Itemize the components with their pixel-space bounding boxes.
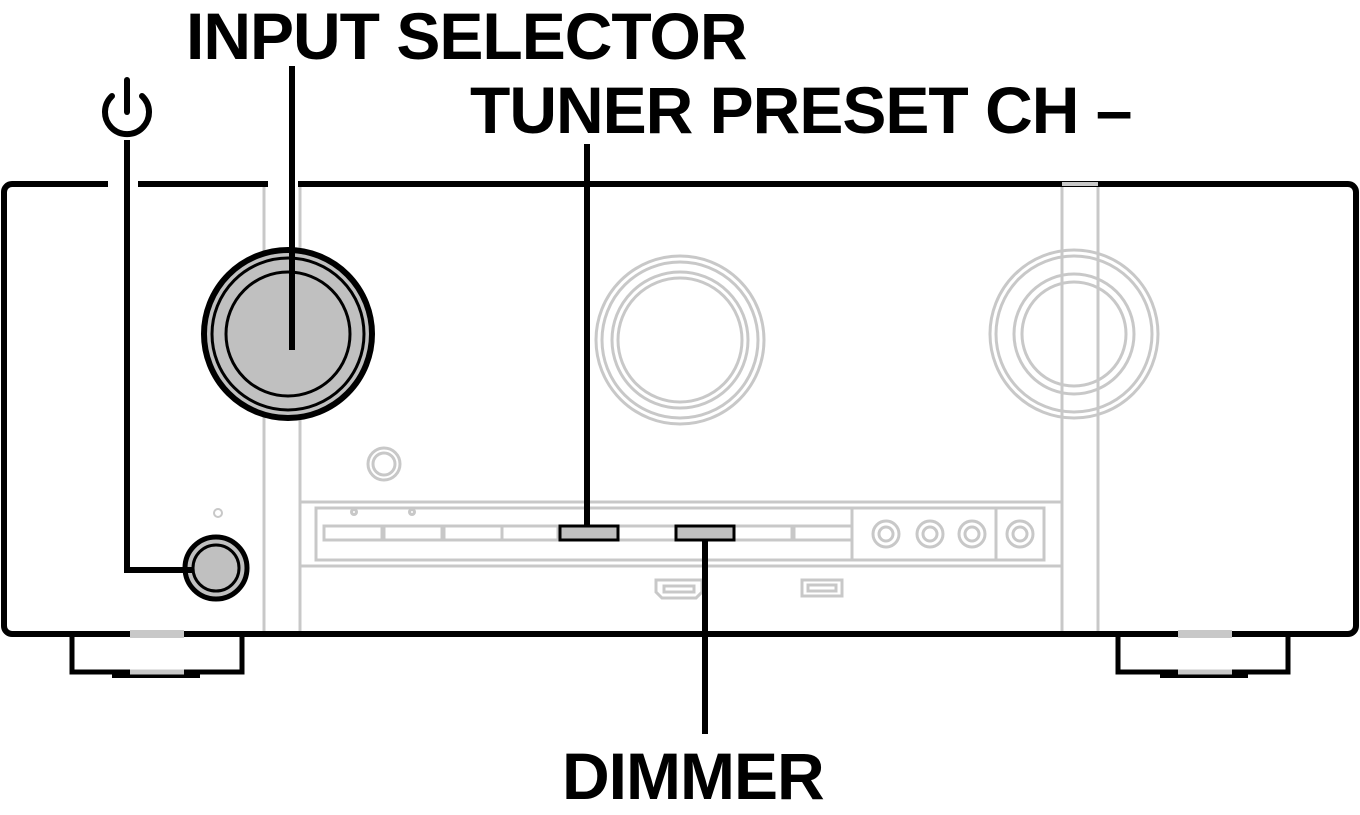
power-icon (102, 77, 152, 138)
right-foot (1115, 630, 1291, 678)
hdmi-port-icon (654, 578, 704, 600)
dimmer-label: DIMMER (562, 739, 825, 813)
power-indicator (213, 508, 223, 518)
left-foot (69, 630, 245, 678)
dimmer-button[interactable] (674, 524, 736, 542)
audio-jacks (871, 519, 1035, 549)
usb-port-icon (800, 578, 844, 598)
power-button[interactable] (182, 534, 250, 602)
master-volume-knob (988, 248, 1160, 420)
input-selector-knob[interactable] (201, 247, 375, 421)
callout-lines (124, 66, 708, 734)
middle-knob (594, 254, 766, 426)
input-selector-label: INPUT SELECTOR (186, 0, 748, 73)
tuner-preset-ch-minus-button[interactable] (558, 524, 620, 542)
remote-sensor (366, 446, 402, 482)
tuner-preset-ch-label: TUNER PRESET CH – (470, 73, 1132, 147)
